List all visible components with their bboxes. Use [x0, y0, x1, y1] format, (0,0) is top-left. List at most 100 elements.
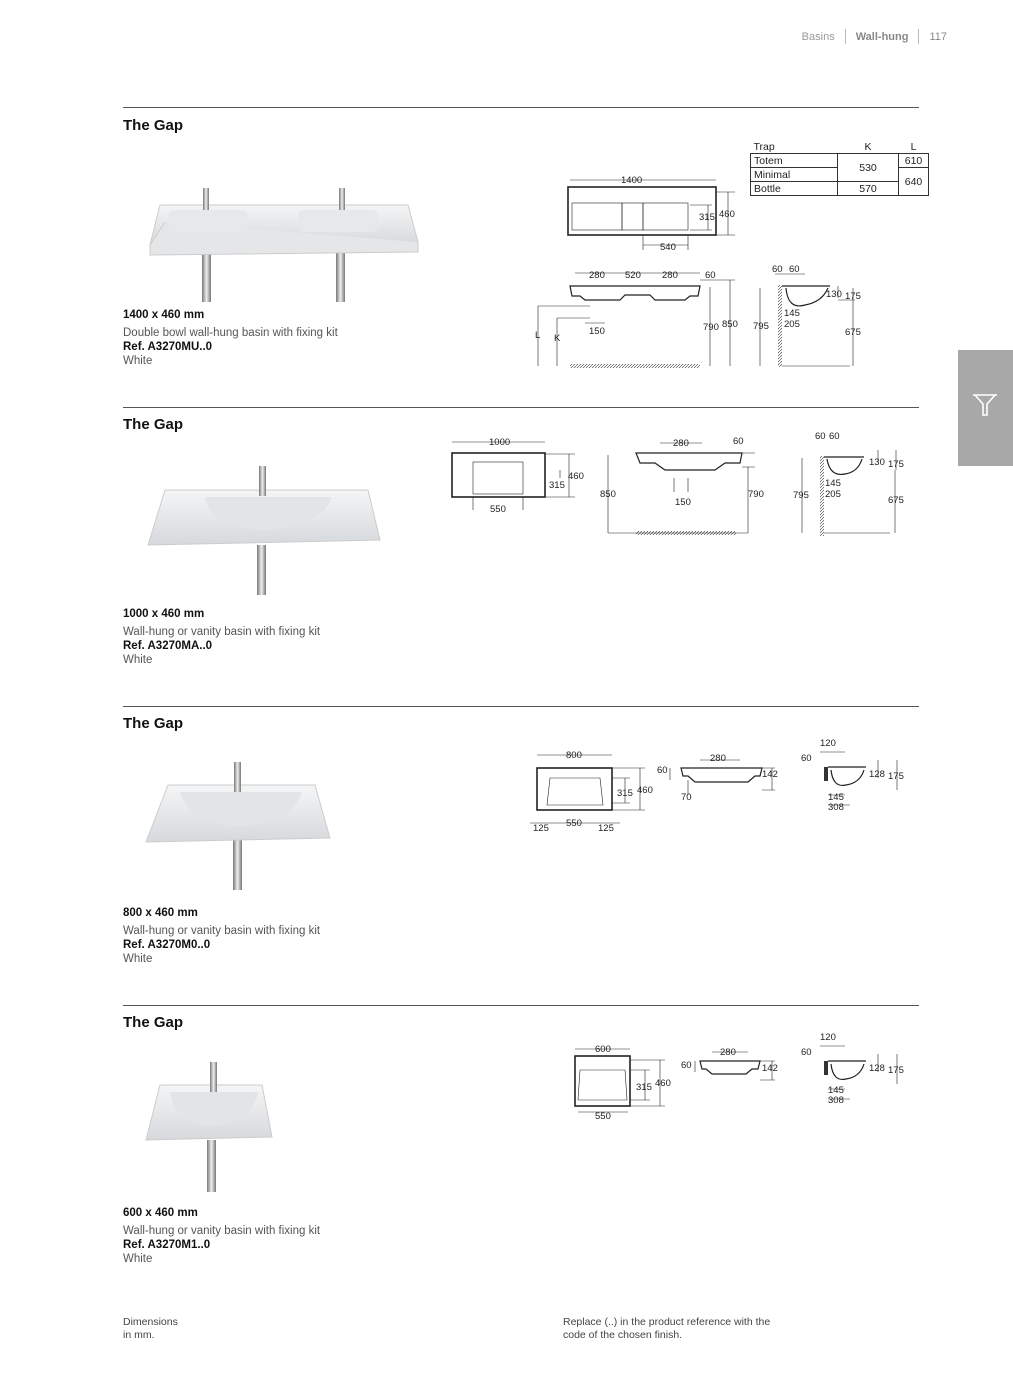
note-line: Replace (..) in the product reference wi…	[563, 1316, 771, 1328]
section-divider	[123, 107, 919, 108]
dimension-label: 60	[733, 436, 744, 447]
dimension-label: 550	[490, 504, 506, 515]
dimension-label: 280	[720, 1047, 736, 1058]
l-header: L	[910, 140, 917, 153]
product-ref: Ref. A3270MU..0	[123, 341, 213, 353]
breadcrumb-section: Basins	[801, 30, 835, 43]
product-title: The Gap	[123, 1014, 184, 1031]
product-title: The Gap	[123, 416, 184, 433]
dimension-label: 550	[595, 1111, 611, 1122]
product-info: 1400 x 460 mm Double bowl wall-hung basi…	[123, 308, 338, 368]
dimension-label: 308	[828, 802, 844, 813]
product-photo-basin-600	[145, 1062, 273, 1192]
dimension-label: 60	[801, 1047, 812, 1058]
basin-icon	[973, 394, 997, 416]
product-size: 600 x 460 mm	[123, 1207, 198, 1219]
dimension-label: 175	[888, 1065, 904, 1076]
k-value: 530	[837, 153, 899, 182]
product-photo-basin-1000	[147, 466, 381, 595]
product-description: Wall-hung or vanity basin with fixing ki…	[123, 626, 321, 638]
dimension-label: 460	[655, 1078, 671, 1089]
dimension-label: 790	[748, 489, 764, 500]
dimension-label: 600	[595, 1044, 611, 1055]
dimension-label: 315	[549, 480, 565, 491]
dimension-label: 145	[828, 792, 844, 803]
dimension-label: 128	[869, 1063, 885, 1074]
page-number: 117	[929, 30, 947, 43]
page-header: Basins Wall-hung 117	[802, 29, 947, 44]
dimension-label: 130	[826, 289, 842, 300]
dimension-label: 125	[533, 823, 549, 834]
dimension-label: 315	[617, 788, 633, 799]
dimension-label: 145	[828, 1085, 844, 1096]
dimension-label: 125	[598, 823, 614, 834]
dimension-label: 315	[636, 1082, 652, 1093]
dimension-label: 460	[637, 785, 653, 796]
dimension-label: K	[554, 333, 561, 344]
dimension-label: 128	[869, 769, 885, 780]
dimension-label: 460	[719, 209, 735, 220]
product-ref: Ref. A3270M0..0	[123, 939, 211, 951]
product-color: White	[123, 953, 153, 965]
dimension-label: 205	[784, 319, 800, 330]
dimension-label: 60	[772, 264, 783, 275]
dimensions-note: Dimensions in mm.	[123, 1316, 178, 1342]
dimension-label: 70	[681, 792, 692, 803]
trap-name: Bottle	[750, 181, 838, 196]
product-photo-double-basin	[149, 188, 419, 302]
dimension-label: 145	[784, 308, 800, 319]
dimension-label: 280	[710, 753, 726, 764]
dimension-label: 675	[845, 327, 861, 338]
dimension-label: 60	[829, 431, 840, 442]
dimension-label: 520	[625, 270, 641, 281]
dimension-label: 60	[801, 753, 812, 764]
product-color: White	[123, 355, 153, 367]
finish-note: Replace (..) in the product reference wi…	[563, 1316, 770, 1342]
dimension-label: 60	[815, 431, 826, 442]
product-info: 800 x 460 mm Wall-hung or vanity basin w…	[123, 906, 320, 966]
note-line: Dimensions	[123, 1316, 178, 1328]
product-photo-basin-800	[145, 762, 331, 890]
dimension-label: 280	[673, 438, 689, 449]
product-ref: Ref. A3270MA..0	[123, 640, 213, 652]
dimension-label: 308	[828, 1095, 844, 1106]
dimension-label: L	[535, 330, 540, 341]
dimension-label: 60	[705, 270, 716, 281]
dimension-label: 120	[820, 1032, 836, 1043]
product-color: White	[123, 1253, 153, 1265]
dimension-label: 60	[789, 264, 800, 275]
dimension-label: 280	[589, 270, 605, 281]
dimension-label: 205	[825, 489, 841, 500]
dimension-label: 800	[566, 750, 582, 761]
product-description: Double bowl wall-hung basin with fixing …	[123, 327, 338, 339]
dimension-label: 795	[753, 321, 769, 332]
product-ref: Ref. A3270M1..0	[123, 1239, 211, 1251]
category-side-tab	[958, 350, 1013, 466]
dimension-label: 850	[600, 489, 616, 500]
trap-header: Trap	[753, 140, 775, 153]
product-info: 600 x 460 mm Wall-hung or vanity basin w…	[123, 1206, 320, 1266]
dimension-label: 280	[662, 270, 678, 281]
dimension-label: 60	[681, 1060, 692, 1071]
product-description: Wall-hung or vanity basin with fixing ki…	[123, 1225, 321, 1237]
product-title: The Gap	[123, 117, 184, 134]
dimension-label: 130	[869, 457, 885, 468]
dimension-label: 60	[657, 765, 668, 776]
product-size: 800 x 460 mm	[123, 907, 198, 919]
l-value: 640	[898, 167, 929, 196]
dimension-label: 790	[703, 322, 719, 333]
breadcrumb-subsection: Wall-hung	[855, 30, 909, 43]
dimension-label: 175	[845, 291, 861, 302]
divider	[918, 29, 920, 44]
dimension-label: 1000	[489, 437, 510, 448]
k-value: 570	[837, 181, 899, 196]
trap-name: Totem	[750, 153, 838, 168]
dimension-label: 175	[888, 459, 904, 470]
product-size: 1000 x 460 mm	[123, 608, 205, 620]
note-line: code of the chosen finish.	[563, 1329, 683, 1341]
dimension-label: 120	[820, 738, 836, 749]
dimension-label: 795	[793, 490, 809, 501]
dimension-label: 175	[888, 771, 904, 782]
dimension-label: 850	[722, 319, 738, 330]
